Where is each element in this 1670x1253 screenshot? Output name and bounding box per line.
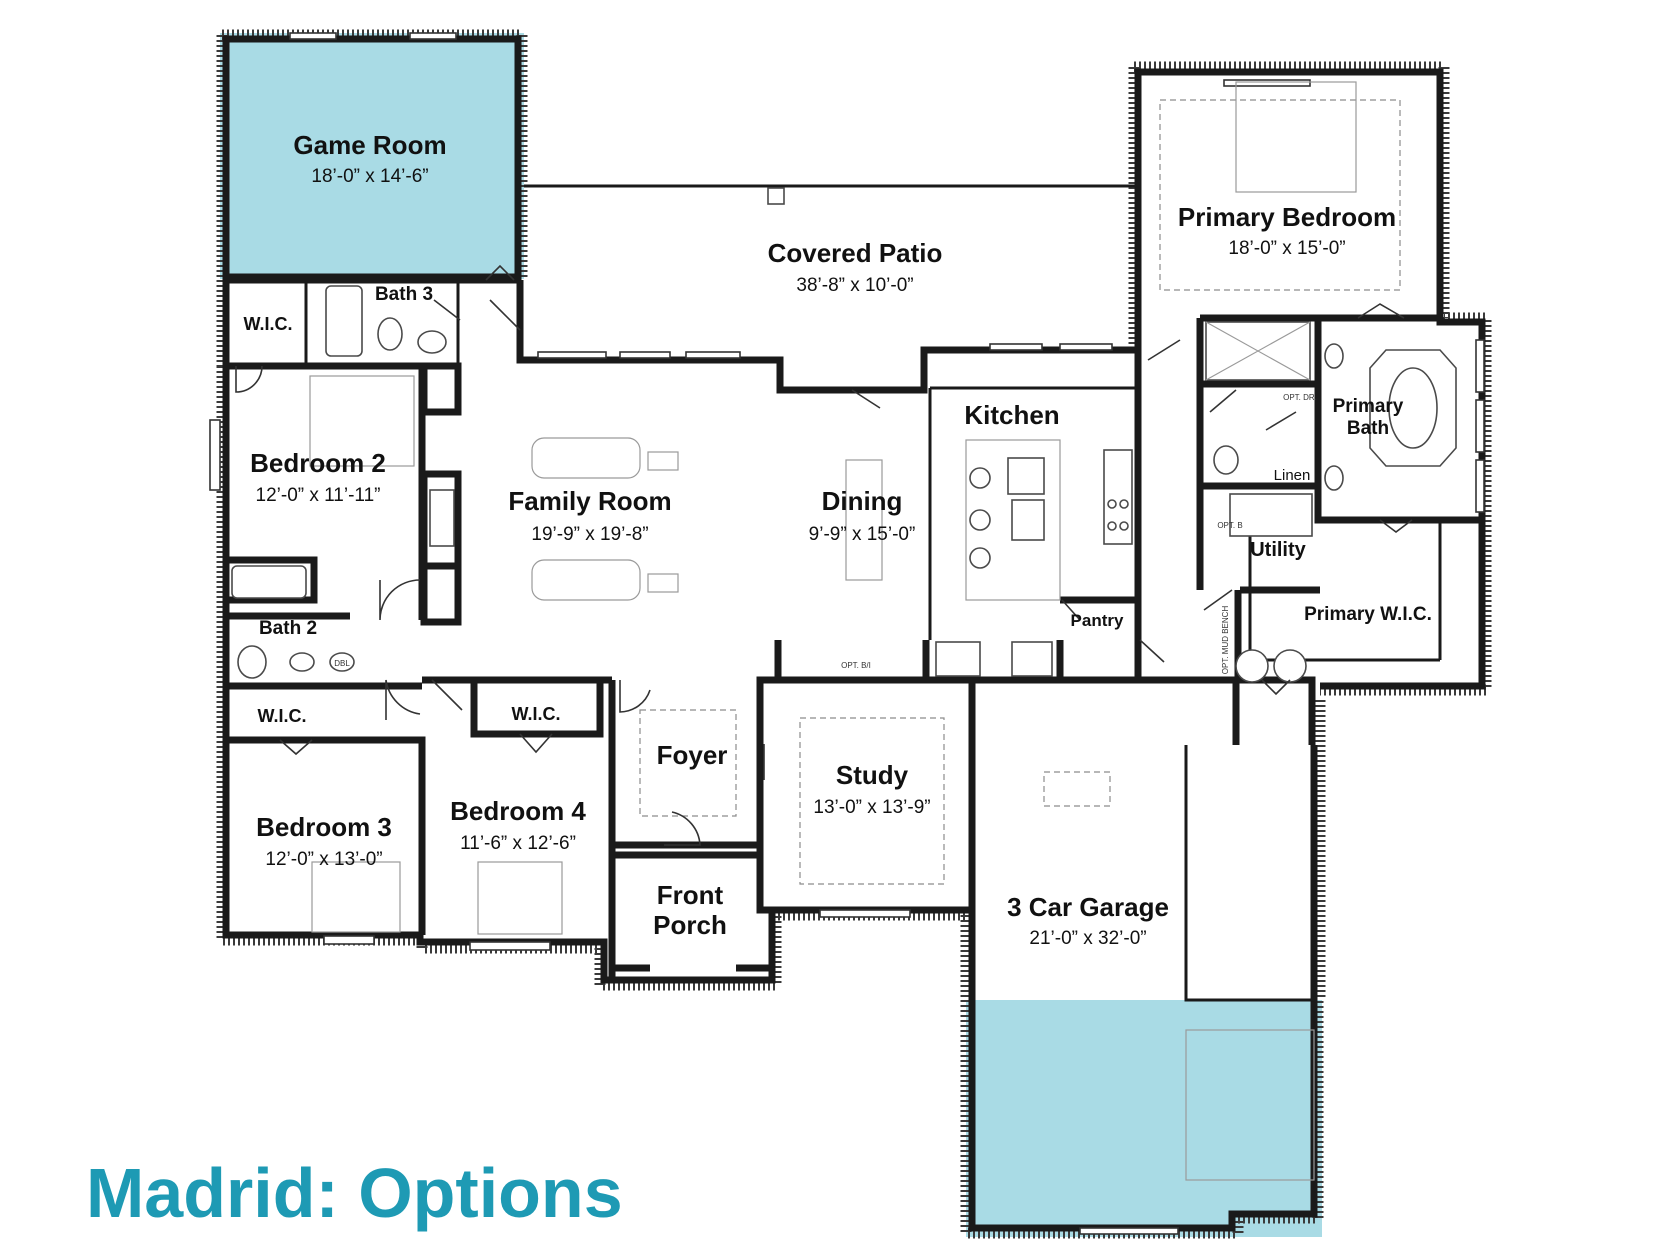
primary-bedroom-name: Primary Bedroom: [1178, 202, 1396, 232]
dining-dims: 9’-9” x 15’-0”: [809, 524, 916, 545]
bath-2-name: Bath 2: [259, 618, 317, 639]
bedroom-4-name: Bedroom 4: [450, 796, 586, 826]
room-labels: Game Room 18’-0” x 14’-6” Covered Patio …: [244, 130, 1432, 949]
wic-top-name: W.I.C.: [244, 314, 293, 334]
windows: [209, 32, 1485, 1235]
bath-3-name: Bath 3: [375, 284, 433, 305]
game-room-option-fill: [220, 33, 524, 279]
opt-dr-note: OPT. DR.: [1283, 393, 1317, 402]
bedroom-4-dims: 11’-6” x 12’-6”: [460, 833, 576, 854]
foyer-name: Foyer: [657, 740, 728, 770]
study-dims: 13’-0” x 13’-9”: [813, 797, 930, 818]
game-room-name: Game Room: [293, 130, 446, 160]
covered-patio-dims: 38’-8” x 10’-0”: [796, 275, 913, 296]
dining-name: Dining: [822, 486, 903, 516]
primary-wic-name: Primary W.I.C.: [1304, 604, 1432, 625]
bedroom-2-dims: 12’-0” x 11’-11”: [256, 485, 381, 506]
bedroom-3-name: Bedroom 3: [256, 812, 392, 842]
opt-bi-note: OPT. B/I: [841, 661, 871, 670]
family-room-name: Family Room: [508, 486, 671, 516]
wic-bedroom-4-name: W.I.C.: [512, 704, 561, 724]
garage-dims: 21’-0” x 32’-0”: [1029, 928, 1146, 949]
primary-bedroom-dims: 18’-0” x 15’-0”: [1228, 238, 1345, 259]
family-room-dims: 19’-9” x 19’-8”: [531, 524, 648, 545]
door-swings: [235, 264, 1413, 846]
kitchen-name: Kitchen: [964, 400, 1059, 430]
opt-b-note: OPT. B: [1217, 521, 1242, 530]
primary-bath-name-line2: Bath: [1347, 418, 1389, 439]
primary-bath-name-line1: Primary: [1333, 396, 1404, 417]
utility-name: Utility: [1250, 539, 1306, 561]
pantry-name: Pantry: [1071, 611, 1124, 630]
fixtures: [231, 81, 1457, 1181]
study-name: Study: [836, 760, 909, 790]
front-porch-name-line1: Front: [657, 880, 724, 910]
bedroom-3-dims: 12’-0” x 13’-0”: [265, 849, 382, 870]
dbl-note: DBL: [334, 659, 350, 668]
linen-name: Linen: [1274, 467, 1311, 484]
interior-walls: [222, 35, 1486, 1232]
game-room-dims: 18’-0” x 14’-6”: [311, 166, 428, 187]
opt-mud-bench-note: OPT. MUD BENCH: [1221, 606, 1230, 675]
garage-name: 3 Car Garage: [1007, 892, 1169, 922]
front-porch-name-line2: Porch: [653, 910, 727, 940]
bedroom-2-name: Bedroom 2: [250, 448, 386, 478]
covered-patio-name: Covered Patio: [768, 238, 943, 268]
garage-extension-option-fill: [966, 1000, 1322, 1237]
plan-title: Madrid: Options: [86, 1154, 623, 1232]
wic-bedroom-3-name: W.I.C.: [258, 706, 307, 726]
